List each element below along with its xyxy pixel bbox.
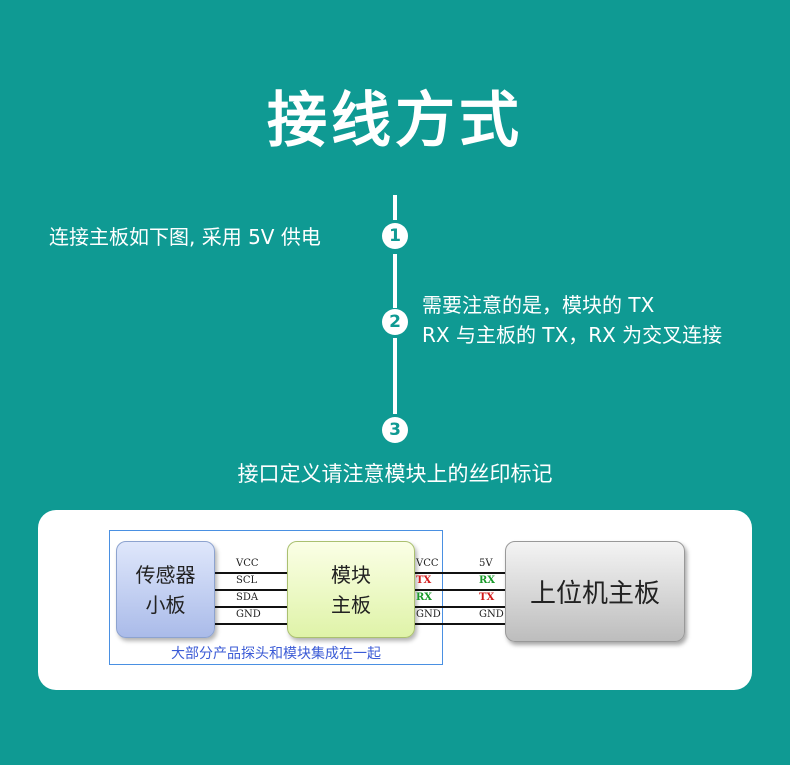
wire-left-1: [215, 572, 287, 574]
timeline-line-top: [393, 195, 397, 220]
page-title: 接线方式: [267, 86, 523, 156]
left-pin-label: SDA: [236, 592, 259, 603]
host-pin-label: 5V: [479, 558, 493, 569]
step-3-badge: 3: [382, 417, 408, 443]
wire-left-3: [215, 606, 287, 608]
module-pin-label: VCC: [416, 558, 439, 569]
timeline-line-mid: [393, 254, 397, 308]
wire-right-1: [415, 572, 505, 574]
step-2-text: 需要注意的是，模块的 TX RX 与主板的 TX，RX 为交叉连接: [422, 290, 722, 350]
integrated-frame: [109, 530, 443, 665]
host-pin-label-tx: TX: [479, 592, 495, 603]
wire-right-3: [415, 606, 505, 608]
wire-left-4: [215, 623, 287, 625]
step-1-badge: 1: [382, 223, 408, 249]
sensor-board: 传感器 小板: [116, 541, 215, 638]
timeline-line-low: [393, 338, 397, 414]
module-board: 模块 主板: [287, 541, 415, 638]
step-2-line-2: RX 与主板的 TX，RX 为交叉连接: [422, 323, 723, 347]
diagram-caption: 大部分产品探头和模块集成在一起: [171, 646, 381, 662]
wiring-diagram-card: 传感器 小板 模块 主板 上位机主板 VCC SCL SDA GND VCC T…: [38, 510, 752, 690]
wire-left-2: [215, 589, 287, 591]
left-pin-label: GND: [236, 609, 261, 620]
left-pin-label: VCC: [236, 558, 259, 569]
left-pin-label: SCL: [236, 575, 258, 586]
module-pin-label-rx: RX: [416, 592, 433, 603]
host-board: 上位机主板: [505, 541, 685, 642]
host-pin-label-rx: RX: [479, 575, 496, 586]
wire-right-4: [415, 623, 505, 625]
note-text: 接口定义请注意模块上的丝印标记: [237, 462, 553, 486]
module-pin-label: GND: [416, 609, 441, 620]
step-1-text: 连接主板如下图, 采用 5V 供电: [49, 225, 321, 249]
module-pin-label-tx: TX: [416, 575, 432, 586]
step-2-line-1: 需要注意的是，模块的 TX: [422, 293, 655, 317]
step-2-badge: 2: [382, 309, 408, 335]
host-pin-label: GND: [479, 609, 504, 620]
wire-right-2: [415, 589, 505, 591]
